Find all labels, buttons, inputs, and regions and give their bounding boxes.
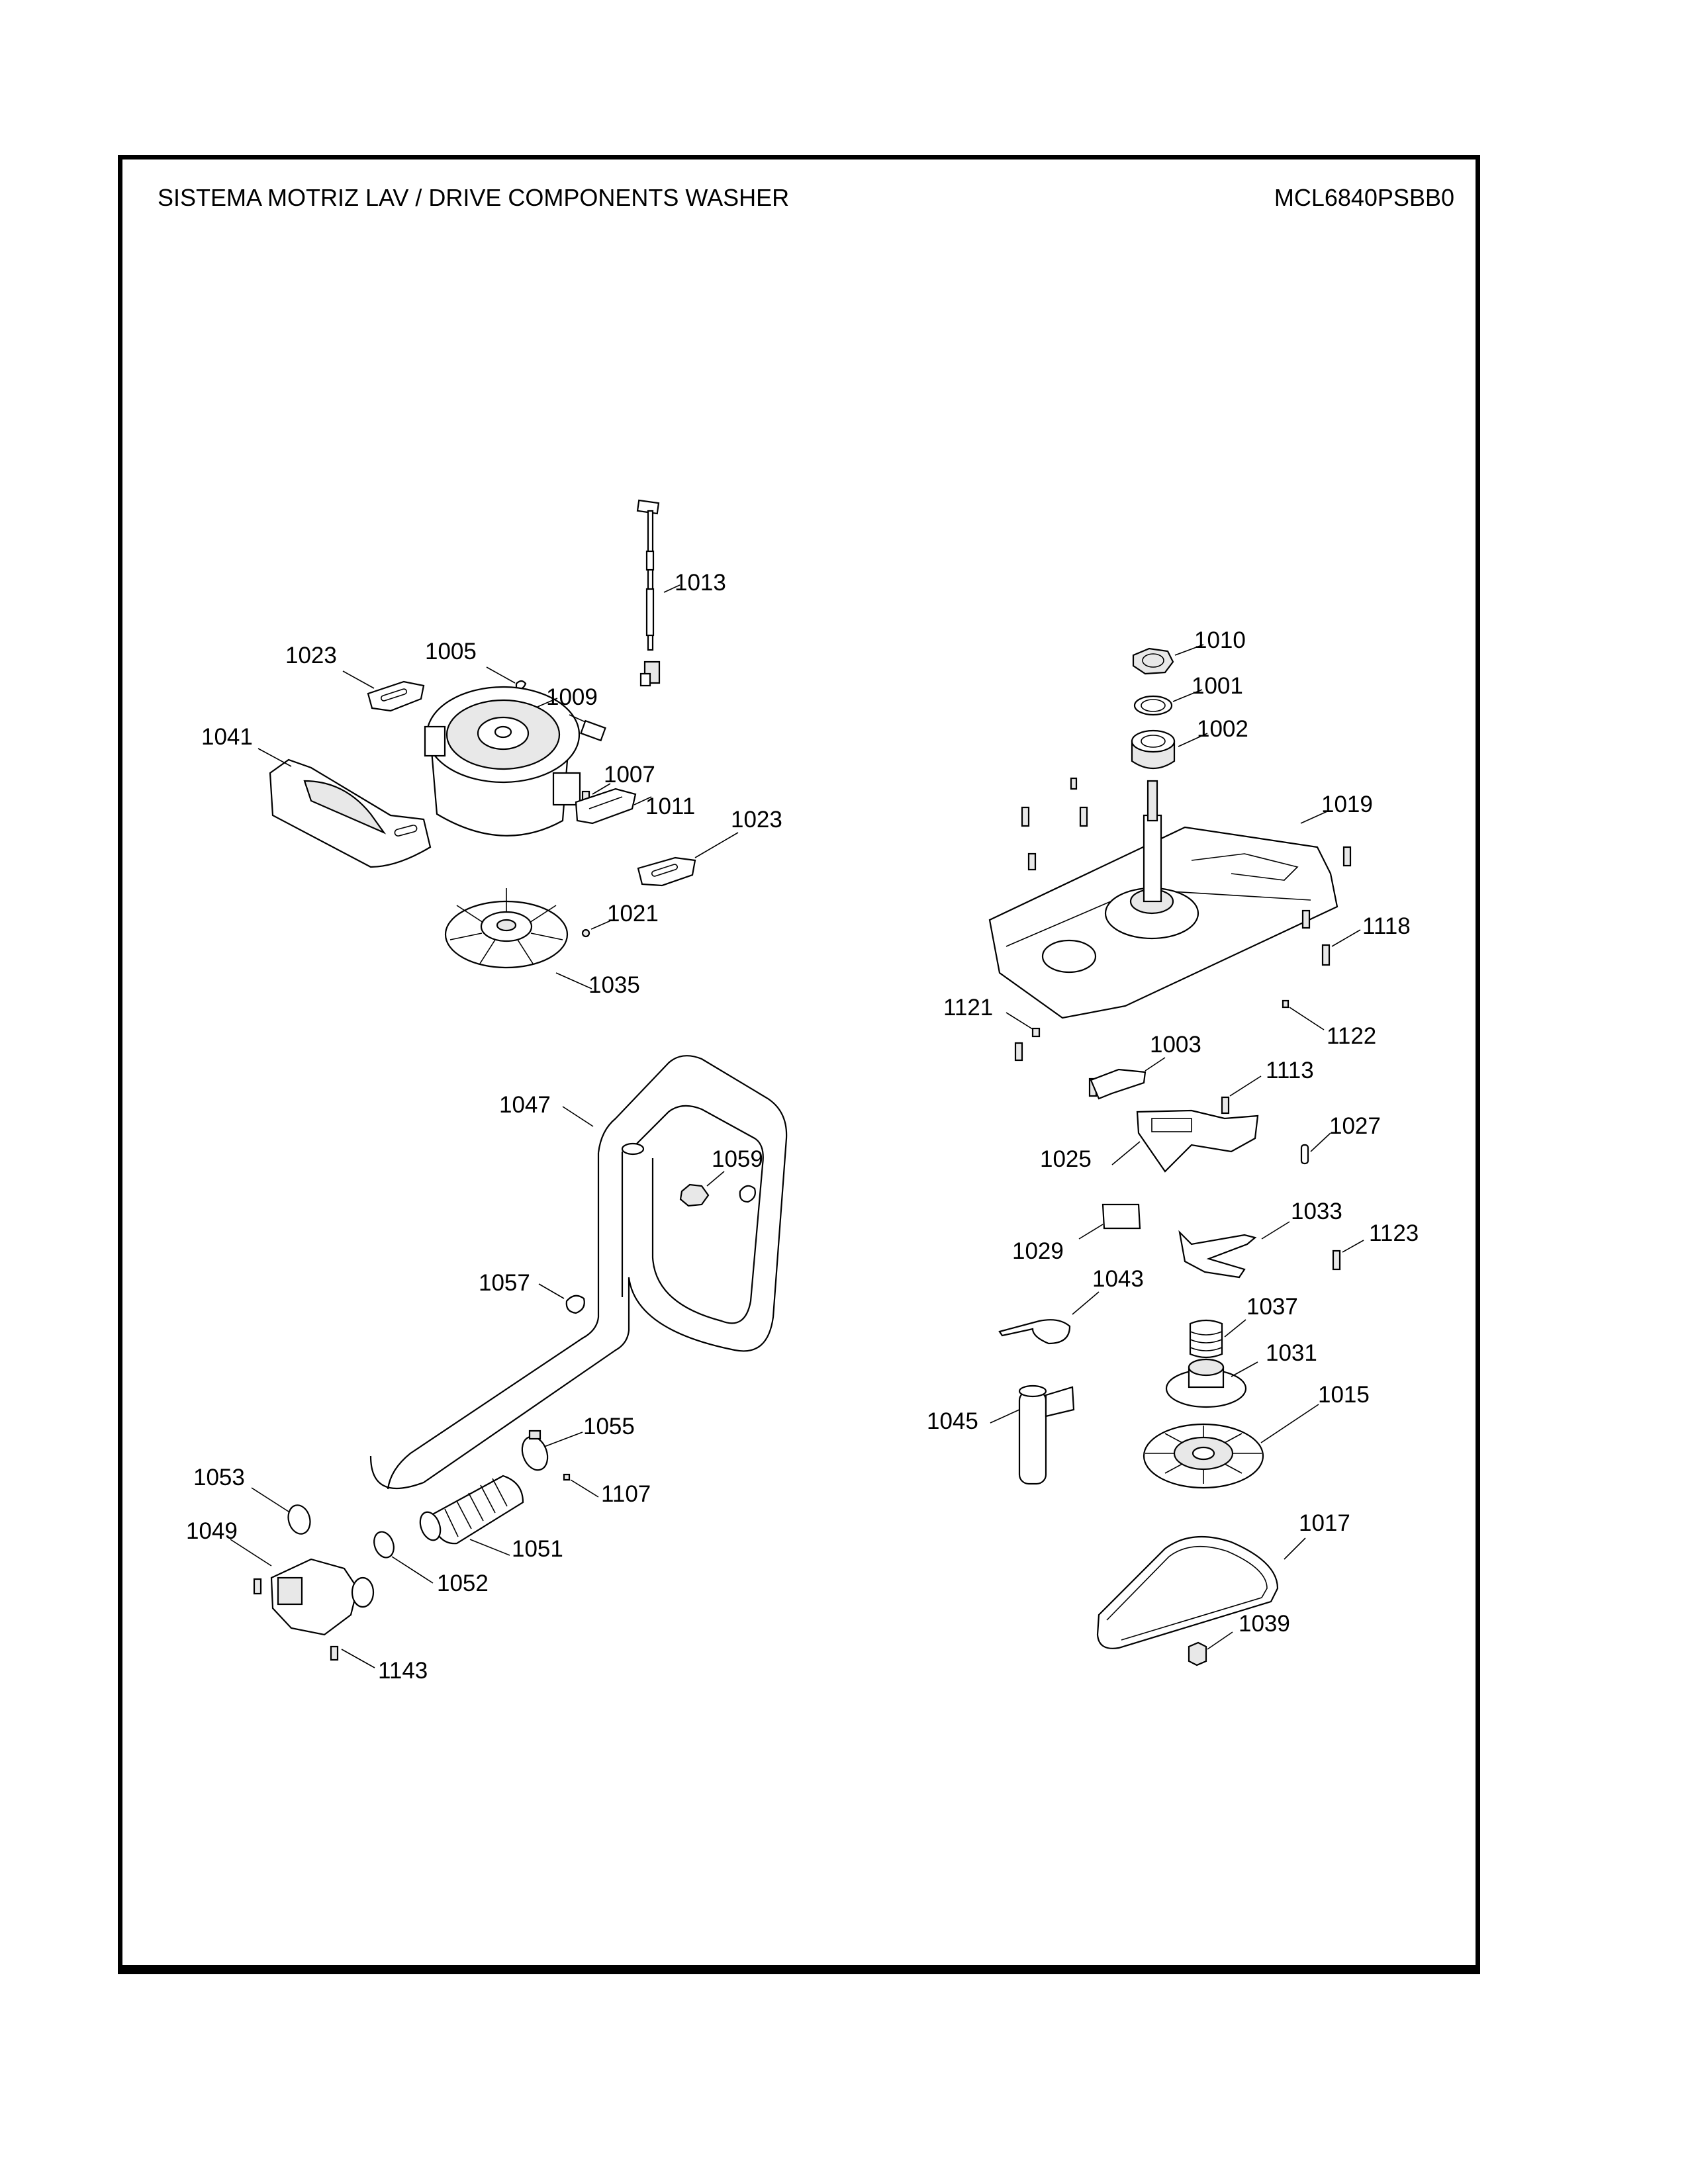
label-1043: 1043 — [1092, 1266, 1144, 1292]
label-1027: 1027 — [1329, 1113, 1381, 1139]
part-1001[interactable] — [1133, 689, 1203, 716]
part-1023-right[interactable] — [637, 832, 739, 887]
part-1121[interactable] — [1006, 1012, 1041, 1038]
part-1011[interactable] — [575, 788, 652, 825]
part-1029[interactable] — [1078, 1203, 1141, 1240]
part-1033[interactable] — [1178, 1221, 1290, 1279]
label-1045: 1045 — [927, 1408, 978, 1434]
part-1003[interactable] — [1090, 1057, 1166, 1100]
label-1015: 1015 — [1318, 1382, 1370, 1408]
label-1039: 1039 — [1239, 1611, 1290, 1637]
part-1041[interactable] — [258, 748, 432, 868]
part-1019[interactable] — [988, 780, 1338, 1019]
part-1047[interactable] — [369, 1055, 788, 1490]
part-1118[interactable] — [1321, 929, 1361, 966]
label-1052: 1052 — [437, 1570, 489, 1596]
label-1118: 1118 — [1362, 913, 1411, 939]
part-1045[interactable] — [990, 1385, 1075, 1485]
label-1122: 1122 — [1327, 1023, 1376, 1049]
part-1005[interactable] — [486, 666, 527, 690]
part-1010[interactable] — [1132, 644, 1204, 675]
label-1009: 1009 — [546, 684, 598, 710]
label-1013: 1013 — [675, 570, 726, 596]
part-1049[interactable] — [230, 1539, 375, 1636]
part-1053[interactable] — [251, 1487, 313, 1536]
label-1002: 1002 — [1197, 716, 1248, 742]
part-1057[interactable] — [538, 1283, 585, 1314]
part-1043[interactable] — [998, 1291, 1100, 1345]
part-1113[interactable] — [1221, 1075, 1262, 1115]
label-1053: 1053 — [193, 1465, 245, 1490]
label-1059: 1059 — [712, 1146, 763, 1172]
part-1031[interactable] — [1165, 1358, 1258, 1408]
label-1121: 1121 — [943, 995, 993, 1021]
part-1123[interactable] — [1332, 1240, 1364, 1271]
part-1013[interactable] — [636, 499, 680, 687]
label-1007: 1007 — [604, 762, 655, 788]
label-1047: 1047 — [499, 1092, 551, 1118]
label-1025: 1025 — [1040, 1146, 1092, 1172]
part-1055[interactable] — [518, 1430, 583, 1474]
model-number: MCL6840PSBB0 — [1274, 184, 1454, 211]
label-1049: 1049 — [186, 1518, 238, 1544]
label-1033: 1033 — [1291, 1199, 1342, 1224]
part-1107[interactable] — [563, 1473, 599, 1498]
label-1055: 1055 — [583, 1414, 635, 1439]
part-1052[interactable] — [371, 1529, 434, 1584]
label-1051: 1051 — [512, 1536, 563, 1562]
label-1123: 1123 — [1369, 1220, 1419, 1246]
part-1037[interactable] — [1189, 1319, 1246, 1359]
label-1041: 1041 — [201, 724, 253, 750]
part-1021[interactable] — [581, 919, 613, 938]
label-1021: 1021 — [607, 901, 659, 927]
label-1035: 1035 — [588, 972, 640, 998]
part-1015[interactable] — [1143, 1404, 1319, 1489]
label-1023-left: 1023 — [285, 643, 337, 668]
part-1059[interactable] — [679, 1171, 756, 1207]
label-1031: 1031 — [1266, 1340, 1317, 1366]
label-1113: 1113 — [1266, 1058, 1314, 1083]
label-1010: 1010 — [1194, 627, 1246, 653]
part-1023-left[interactable] — [342, 670, 425, 712]
part-1122[interactable] — [1282, 999, 1325, 1030]
part-1051[interactable] — [416, 1475, 524, 1556]
diagram-title: SISTEMA MOTRIZ LAV / DRIVE COMPONENTS WA… — [158, 184, 790, 211]
label-1037: 1037 — [1246, 1294, 1298, 1320]
label-1057: 1057 — [479, 1270, 530, 1296]
part-1017[interactable] — [1096, 1535, 1306, 1649]
label-1001: 1001 — [1192, 673, 1243, 699]
part-1002[interactable] — [1131, 729, 1208, 769]
label-1029: 1029 — [1012, 1238, 1064, 1264]
part-1009[interactable] — [424, 686, 606, 837]
label-1005: 1005 — [425, 639, 477, 664]
label-1011: 1011 — [645, 794, 695, 819]
label-1019: 1019 — [1321, 792, 1373, 817]
label-1143: 1143 — [378, 1658, 428, 1684]
part-1035[interactable] — [444, 888, 592, 989]
part-1039[interactable] — [1188, 1631, 1233, 1666]
part-1027[interactable] — [1300, 1132, 1331, 1165]
part-labels: 1013 1023 1005 1009 1041 1007 1011 1023 … — [186, 570, 1419, 1684]
label-1023-right: 1023 — [731, 807, 782, 833]
label-1003: 1003 — [1150, 1032, 1201, 1058]
part-1025[interactable] — [1111, 1109, 1259, 1173]
part-1143[interactable] — [330, 1645, 375, 1668]
label-1017: 1017 — [1299, 1510, 1350, 1536]
page-frame — [118, 155, 1480, 1974]
label-1107: 1107 — [601, 1481, 651, 1507]
